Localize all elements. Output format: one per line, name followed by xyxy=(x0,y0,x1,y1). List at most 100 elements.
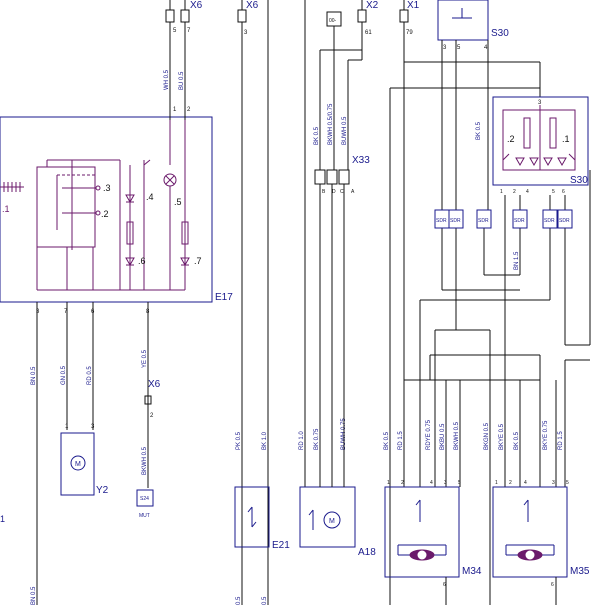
x6-mid-label: X6 xyxy=(148,379,161,390)
sw-1-label: .1 xyxy=(2,204,10,214)
right-wiring xyxy=(389,40,591,605)
label-wh05: WH 0.5 xyxy=(164,69,170,90)
x6-connector-top xyxy=(165,0,190,120)
label-bk05-m34: BK 0.5 xyxy=(384,431,390,450)
s30-pin-3: 3 xyxy=(443,45,447,51)
label-bn05-b: BN 0.5 xyxy=(31,586,37,605)
m35-symbol-icon xyxy=(505,499,555,561)
x6-top-label: X6 xyxy=(190,0,203,11)
x6t2-pin-3: 3 xyxy=(244,30,248,36)
e17-pin-1: 1 xyxy=(173,107,177,113)
sw-4-label: .4 xyxy=(146,192,154,202)
x33-pin-d: D xyxy=(332,189,336,195)
label-bkye075: BKYE 0.75 xyxy=(543,420,549,450)
m34-pin-6: 6 xyxy=(443,582,446,588)
a18-box xyxy=(299,486,356,548)
x6t-pin-5: 5 xyxy=(173,28,177,34)
s24-label: S24 xyxy=(140,496,149,502)
s30-top-switch-icon xyxy=(452,8,472,19)
label-ye05: YE 0.5 xyxy=(142,349,148,368)
s30-pin-4: 4 xyxy=(484,45,488,51)
s30-mid-internals xyxy=(502,105,576,171)
label-bk075: BK 0.75 xyxy=(314,428,320,450)
lamp-5 xyxy=(163,120,177,290)
x2-pin-61: 61 xyxy=(365,30,372,36)
s30-mid-label: S30 xyxy=(570,175,588,186)
s24-box xyxy=(136,489,154,507)
m35-pin-4: 4 xyxy=(524,480,527,486)
y2-label: Y2 xyxy=(96,485,109,496)
m34-box xyxy=(384,486,460,578)
sw-5-label: .5 xyxy=(174,197,182,207)
e17-box xyxy=(0,116,213,303)
x33-pin-c: C xyxy=(340,189,344,195)
led-6 xyxy=(125,165,135,290)
x6-connector-mid xyxy=(144,395,152,409)
label-bkye05: BKYE 0.5 xyxy=(499,423,505,450)
sdr-diodes xyxy=(434,209,573,229)
sdr-2: SDR xyxy=(450,218,461,224)
e17-pin-7: 7 xyxy=(64,309,68,315)
s30b-pin-4: 4 xyxy=(526,189,529,195)
x6-top2-label: X6 xyxy=(246,0,259,11)
e17-pin-3: 3 xyxy=(36,309,40,315)
s30b-pin-3: 3 xyxy=(538,100,542,106)
svg-text:M: M xyxy=(75,461,81,468)
y2-pin-3: 3 xyxy=(91,424,95,430)
e21-label: E21 xyxy=(272,540,290,551)
x6-connector-top2 xyxy=(237,0,247,605)
label-pk05: PK 0.5 xyxy=(236,431,242,450)
m35-box xyxy=(492,486,568,578)
label-bkwh05: BKWH 0.5 xyxy=(142,446,148,475)
mut-label: MUT xyxy=(139,513,150,519)
m34-pin-4: 4 xyxy=(430,480,433,486)
s30b-pin-2: 2 xyxy=(513,189,516,195)
x33-label: X33 xyxy=(352,155,370,166)
s30-mid-box xyxy=(492,96,589,186)
sw-6-label: .6 xyxy=(138,256,146,266)
label-bk05-m35: BK 0.5 xyxy=(514,431,520,450)
switch-assembly xyxy=(36,159,185,291)
label-bn05: BN 0.5 xyxy=(31,366,37,385)
s30b-pin-6: 6 xyxy=(562,189,565,195)
s30b-pin-1: 1 xyxy=(500,189,503,195)
label-rdye075: RDYE 0.75 xyxy=(426,419,432,450)
m35-pin-2: 2 xyxy=(509,480,512,486)
y2-motor-icon xyxy=(70,455,86,471)
label-bn15: BN 1.5 xyxy=(514,251,520,270)
x1-label: X1 xyxy=(407,0,420,11)
x2-label: X2 xyxy=(366,0,379,11)
label-bkwh05-m34: BKWH 0.5 xyxy=(454,421,460,450)
x33-connector xyxy=(314,169,350,487)
sw-3-label: .3 xyxy=(103,183,111,193)
a18-symbol-icon xyxy=(308,509,314,530)
m35-pin-6: 6 xyxy=(551,582,554,588)
e17-pin-2: 2 xyxy=(187,107,191,113)
label-bkwh-x33: BKWH 0.5/0.75 xyxy=(328,103,334,145)
label-bk05-x33: BK 0.5 xyxy=(314,126,320,145)
x1-pin-79: 79 xyxy=(406,30,413,36)
a18-label: A18 xyxy=(358,547,376,558)
e21-box xyxy=(234,486,270,548)
x1-connector xyxy=(399,0,409,62)
sdr-6: SDR xyxy=(559,218,570,224)
m34-pin-1: 1 xyxy=(387,480,390,486)
sdr-5: SDR xyxy=(544,218,555,224)
m34-symbol-icon xyxy=(397,499,447,561)
heater-element-icon xyxy=(0,182,24,192)
x6t-pin-7: 7 xyxy=(187,28,191,34)
m34-pin-3: 3 xyxy=(444,480,447,486)
label-gn05: GN 0.5 xyxy=(61,365,67,385)
sdr-1: SDR xyxy=(436,218,447,224)
x33-pin-a: A xyxy=(351,189,355,195)
m35-pin-1: 1 xyxy=(495,480,498,486)
s30-pin-5: 5 xyxy=(457,45,461,51)
label-rd05: RD 0.5 xyxy=(87,366,93,385)
s30-top-box xyxy=(437,0,489,41)
s30-top-label: S30 xyxy=(491,28,509,39)
m35-pin-3: 3 xyxy=(552,480,555,486)
label-bu05: BU 0.5 xyxy=(179,71,185,90)
sdr-3: SDR xyxy=(478,218,489,224)
e17-label: E17 xyxy=(215,292,233,303)
